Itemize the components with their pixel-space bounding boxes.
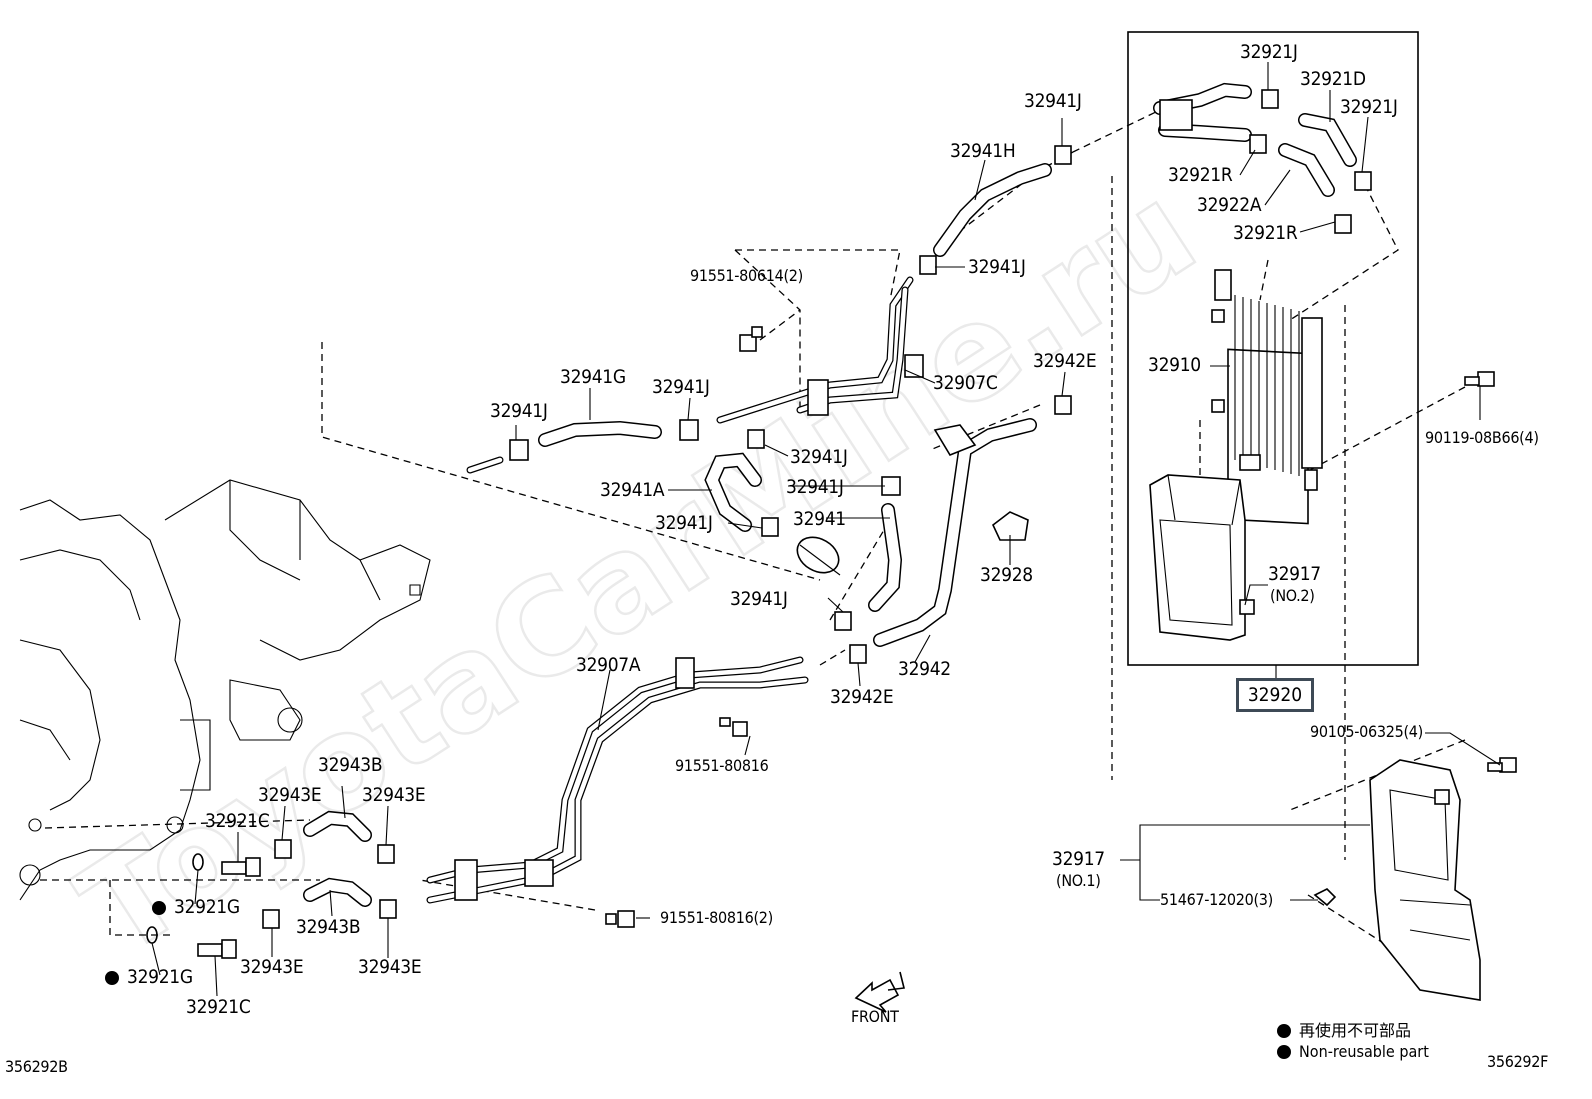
label-32941h: 32941H (950, 140, 1016, 162)
bracket-32928 (992, 511, 1029, 541)
air-duct-32917-no2 (1149, 474, 1255, 641)
label-32921c: 32921C (205, 810, 270, 832)
bolt-91551-80816-2 (605, 910, 635, 928)
label-32943b: 32943B (296, 916, 361, 938)
diagram-code-left: 356292B (5, 1057, 68, 1076)
assembly-32920-box: 32920 (1236, 678, 1314, 712)
legend-dot (1277, 1024, 1291, 1038)
label-32917-no1: (NO.1) (1056, 871, 1101, 890)
label-91551-80816: 91551-80816 (675, 756, 769, 775)
legend-dot (1277, 1045, 1291, 1059)
label-32907a: 32907A (576, 654, 641, 676)
label-32941j: 32941J (790, 446, 848, 468)
label-32917: 32917 (1052, 848, 1105, 870)
label-32941: 32941 (793, 508, 846, 530)
label-32921r: 32921R (1233, 222, 1298, 244)
legend-jp-text: 再使用不可部品 (1299, 1021, 1412, 1040)
clip-51467 (1313, 888, 1337, 907)
bolt-91551-80614 (739, 326, 763, 352)
legend-en: Non-reusable part (1277, 1042, 1429, 1061)
legend-en-text: Non-reusable part (1299, 1042, 1429, 1061)
label-32941j: 32941J (730, 588, 788, 610)
label-32921d: 32921D (1300, 68, 1366, 90)
label-32941g: 32941G (560, 366, 626, 388)
non-reusable-dot (152, 901, 166, 915)
oil-cooler-32910 (1211, 269, 1323, 525)
label-32942e: 32942E (1033, 350, 1097, 372)
label-90119-08b66: 90119-08B66(4) (1425, 428, 1539, 447)
legend-jp: 再使用不可部品 (1277, 1017, 1411, 1041)
label-32921g-text: 32921G (174, 896, 240, 918)
front-label: FRONT (851, 1007, 899, 1026)
label-32941j: 32941J (490, 400, 548, 422)
label-32943e: 32943E (358, 956, 422, 978)
bolt-90119 (1464, 371, 1495, 387)
label-32921c: 32921C (186, 996, 251, 1018)
label-32921g: 32921G (105, 968, 193, 987)
label-32928: 32928 (980, 564, 1033, 586)
front-direction-arrow (854, 971, 905, 1013)
label-32942e: 32942E (830, 686, 894, 708)
label-51467-12020: 51467-12020(3) (1160, 890, 1273, 909)
label-32921j: 32921J (1340, 96, 1398, 118)
label-32941j: 32941J (786, 476, 844, 498)
label-32941j: 32941J (968, 256, 1026, 278)
bolt-91551-80816 (719, 717, 748, 737)
label-32921g: 32921G (152, 898, 240, 917)
clamp-32921J (1261, 89, 1279, 109)
label-32943b: 32943B (318, 754, 383, 776)
label-32917: 32917 (1268, 563, 1321, 585)
label-32917-no2: (NO.2) (1270, 586, 1315, 605)
label-32941j: 32941J (655, 512, 713, 534)
filter-body (796, 536, 841, 576)
label-32921r: 32921R (1168, 164, 1233, 186)
label-32921j: 32921J (1240, 41, 1298, 63)
label-32910: 32910 (1148, 354, 1201, 376)
transmission-outline (19, 479, 431, 901)
label-91551-80816-2: 91551-80816(2) (660, 908, 773, 927)
diagram-code-right: 356292F (1487, 1052, 1549, 1071)
label-32922a: 32922A (1197, 194, 1262, 216)
label-32943e: 32943E (258, 784, 322, 806)
label-32921g-text: 32921G (127, 966, 193, 988)
non-reusable-dot (105, 971, 119, 985)
label-32943e: 32943E (362, 784, 426, 806)
label-90105-06325: 90105-06325(4) (1310, 722, 1423, 741)
label-32941j: 32941J (1024, 90, 1082, 112)
label-32907c: 32907C (933, 372, 998, 394)
label-32941a: 32941A (600, 479, 665, 501)
label-91551-80614: 91551-80614(2) (690, 266, 803, 285)
air-duct-32917-no1 (1369, 759, 1481, 1001)
assembly-box (1127, 31, 1419, 666)
label-32943e: 32943E (240, 956, 304, 978)
label-32942: 32942 (898, 658, 951, 680)
label-32941j: 32941J (652, 376, 710, 398)
